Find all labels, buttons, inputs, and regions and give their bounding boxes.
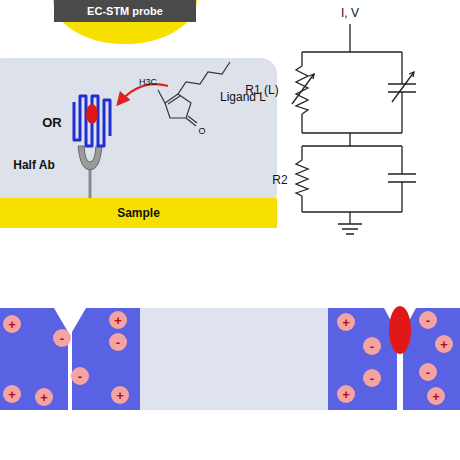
charge-circle: - <box>53 329 71 347</box>
charge-circle: - <box>419 363 437 381</box>
antibody-symbol <box>78 146 102 198</box>
sample-bar: Sample <box>0 198 277 228</box>
node-text: + <box>440 338 448 351</box>
equivalent-circuit <box>292 24 416 234</box>
charge-circle: - <box>363 369 381 387</box>
component-label: R1 (L) <box>245 83 278 97</box>
node-text: - <box>426 366 430 379</box>
charge-circle: - <box>109 333 127 351</box>
terminal-label: I, V <box>341 6 359 20</box>
atom-label: O <box>198 126 205 136</box>
node-text: - <box>78 370 82 383</box>
receptor-protein <box>74 96 110 146</box>
probe-tip <box>53 0 197 44</box>
node-text: - <box>116 336 120 349</box>
charge-circle: - <box>419 311 437 329</box>
bound-ligand <box>389 306 411 354</box>
node-text: Sample <box>117 207 160 219</box>
antibody-label: Half Ab <box>13 158 55 172</box>
node-text: + <box>342 316 350 329</box>
node-text: + <box>8 318 16 331</box>
receptor-label: OR <box>42 115 62 130</box>
ground-symbol <box>338 224 362 234</box>
charge-circle: - <box>71 367 89 385</box>
node-text: - <box>60 332 64 345</box>
charge-circle: + <box>435 335 453 353</box>
charge-circle: + <box>111 386 129 404</box>
component-label: R2 <box>272 173 287 187</box>
gap-ground <box>140 308 328 410</box>
node-text: + <box>40 391 48 404</box>
charge-circle: + <box>109 311 127 329</box>
charge-circle: + <box>3 385 21 403</box>
resistor-symbol <box>296 160 308 196</box>
charge-circle: + <box>427 387 445 405</box>
node-text: + <box>116 389 124 402</box>
charge-circle: + <box>337 313 355 331</box>
bound-ligand <box>86 104 98 124</box>
charge-circle: + <box>3 315 21 333</box>
charge-circle: + <box>35 388 53 406</box>
node-text: + <box>432 390 440 403</box>
node-text: + <box>8 388 16 401</box>
node-text: - <box>370 340 374 353</box>
solution-panel <box>0 58 277 208</box>
node-text: - <box>370 372 374 385</box>
charge-circle: + <box>337 385 355 403</box>
probe-label-band: EC-STM probe <box>54 0 196 22</box>
capacitor-symbol <box>388 174 416 182</box>
node-text: - <box>426 314 430 327</box>
node-text: + <box>114 314 122 327</box>
node-text: + <box>342 388 350 401</box>
atom-label: H3C <box>139 77 157 87</box>
ligand-molecule <box>158 62 230 126</box>
binding-arrow <box>118 84 168 104</box>
node-text: EC-STM probe <box>87 6 163 17</box>
charge-circle: - <box>363 337 381 355</box>
